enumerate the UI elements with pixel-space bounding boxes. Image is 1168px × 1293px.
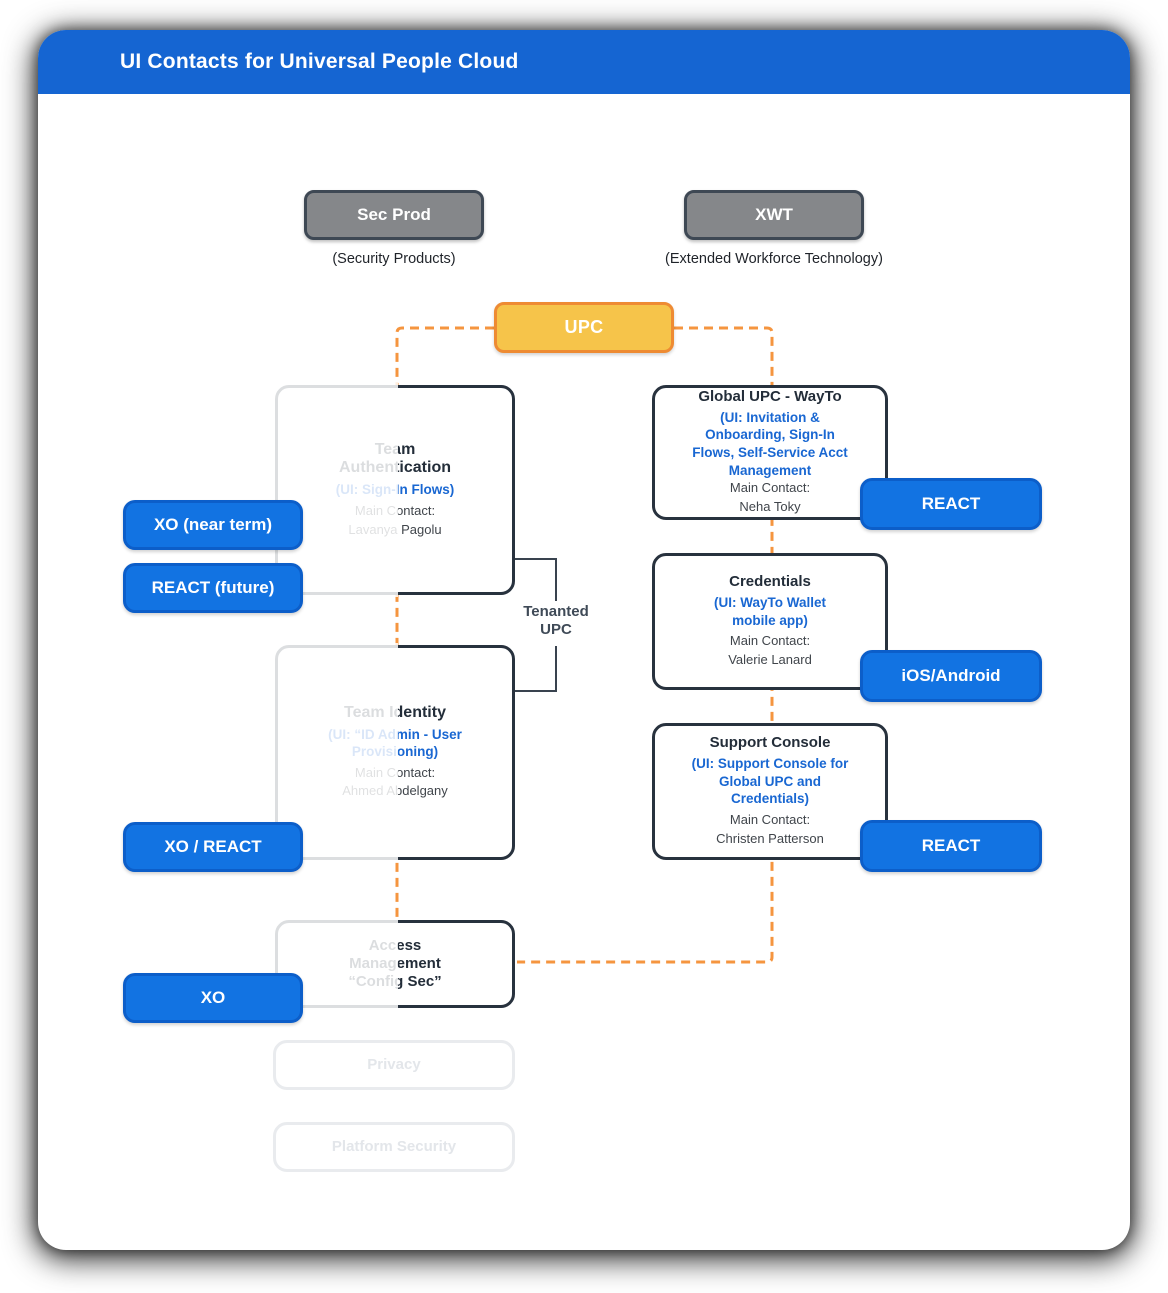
node-platform-security[interactable]: Platform Security	[273, 1122, 515, 1172]
pill-react-global-upc-label: REACT	[921, 494, 981, 513]
privacy-title: Privacy	[367, 1056, 421, 1074]
pill-react-future[interactable]: REACT (future)	[123, 563, 303, 613]
node-access-management[interactable]: Access Management “Config Sec”	[275, 920, 515, 1008]
team-identity-title: Team Identity	[344, 703, 446, 721]
platform-security-title: Platform Security	[331, 1138, 457, 1156]
credentials-contact-name: Valerie Lanard	[728, 651, 812, 667]
diagram-card	[38, 30, 1130, 1250]
global-upc-contact-name: Neha Toky	[739, 498, 801, 514]
node-team-authentication[interactable]: Team Authentication (UI: Sign-In Flows) …	[275, 385, 515, 595]
credentials-title: Credentials	[729, 573, 811, 591]
access-management-title-3: “Config Sec”	[348, 972, 442, 990]
pill-xo-react[interactable]: XO / REACT	[123, 822, 303, 872]
pill-react-support-console[interactable]: REACT	[860, 820, 1042, 872]
pill-xo-label: XO	[200, 988, 226, 1007]
node-sec-prod[interactable]: Sec Prod	[304, 190, 484, 240]
team-identity-contact-name: Ahmed Abdelgany	[342, 783, 448, 799]
team-authentication-title: Team	[374, 440, 416, 458]
pill-react-support-console-label: REACT	[921, 836, 981, 855]
support-console-ui-1: (UI: Support Console for	[691, 756, 849, 772]
global-upc-ui-2: Onboarding, Sign-In	[705, 427, 835, 443]
global-upc-ui-1: (UI: Invitation &	[720, 409, 820, 425]
support-console-contact-name: Christen Patterson	[716, 830, 824, 846]
credentials-ui-1: (UI: WayTo Wallet	[714, 594, 826, 610]
access-management-title-1: Access	[368, 937, 422, 955]
node-team-identity[interactable]: Team Identity (UI: “ID Admin - User Prov…	[275, 645, 515, 860]
global-upc-contact-label: Main Contact:	[729, 480, 811, 496]
sec-prod-caption: (Security Products)	[332, 251, 456, 267]
pill-react-global-upc[interactable]: REACT	[860, 478, 1042, 530]
pill-xo-near-term-label: XO (near term)	[153, 515, 273, 534]
node-support-console[interactable]: Support Console (UI: Support Console for…	[652, 723, 888, 860]
support-console-ui-3: Credentials)	[730, 791, 810, 807]
global-upc-ui-4: Management	[728, 462, 812, 478]
global-upc-ui-3: Flows, Self-Service Acct	[692, 445, 848, 460]
page-title: UI Contacts for Universal People Cloud	[120, 50, 519, 73]
team-authentication-contact-label: Main Contact:	[354, 502, 436, 518]
diagram-header: UI Contacts for Universal People Cloud	[38, 30, 1130, 94]
node-xwt-label: XWT	[755, 205, 793, 224]
team-authentication-contact-name: Lavanya Pagolu	[348, 521, 442, 537]
node-privacy[interactable]: Privacy	[273, 1040, 515, 1090]
team-authentication-title-2: Authentication	[339, 459, 451, 477]
team-identity-ui-1: (UI: “ID Admin - User	[328, 726, 462, 742]
tenanted-upc-line-1: Tenanted	[523, 603, 589, 620]
pill-xo-react-label: XO / REACT	[164, 837, 262, 856]
team-identity-contact-label: Main Contact:	[354, 764, 436, 780]
global-upc-title: Global UPC - WayTo	[698, 388, 842, 406]
credentials-contact-label: Main Contact:	[729, 633, 811, 649]
support-console-contact-label: Main Contact:	[729, 811, 811, 827]
access-management-title-2: Management	[349, 955, 441, 973]
pill-xo[interactable]: XO	[123, 973, 303, 1023]
node-xwt[interactable]: XWT	[684, 190, 864, 240]
node-upc[interactable]: UPC	[494, 302, 674, 353]
credentials-ui-2: mobile app)	[732, 612, 808, 628]
node-global-upc-wayto[interactable]: Global UPC - WayTo (UI: Invitation & Onb…	[652, 385, 888, 520]
tenanted-upc-line-2: UPC	[540, 621, 572, 638]
team-authentication-ui: (UI: Sign-In Flows)	[335, 482, 455, 498]
pill-xo-near-term[interactable]: XO (near term)	[123, 500, 303, 550]
support-console-ui-2: Global UPC and	[718, 773, 821, 789]
pill-ios-android[interactable]: iOS/Android	[860, 650, 1042, 702]
pill-ios-android-label: iOS/Android	[901, 666, 1001, 685]
xwt-caption: (Extended Workforce Technology)	[665, 251, 883, 267]
support-console-title: Support Console	[709, 734, 831, 752]
node-credentials[interactable]: Credentials (UI: WayTo Wallet mobile app…	[652, 553, 888, 690]
tenanted-upc-label: Tenanted UPC	[506, 603, 606, 639]
team-identity-ui-2: Provisioning)	[351, 744, 439, 760]
node-sec-prod-label: Sec Prod	[357, 205, 431, 224]
pill-react-future-label: REACT (future)	[151, 578, 275, 597]
node-upc-label: UPC	[564, 317, 604, 337]
